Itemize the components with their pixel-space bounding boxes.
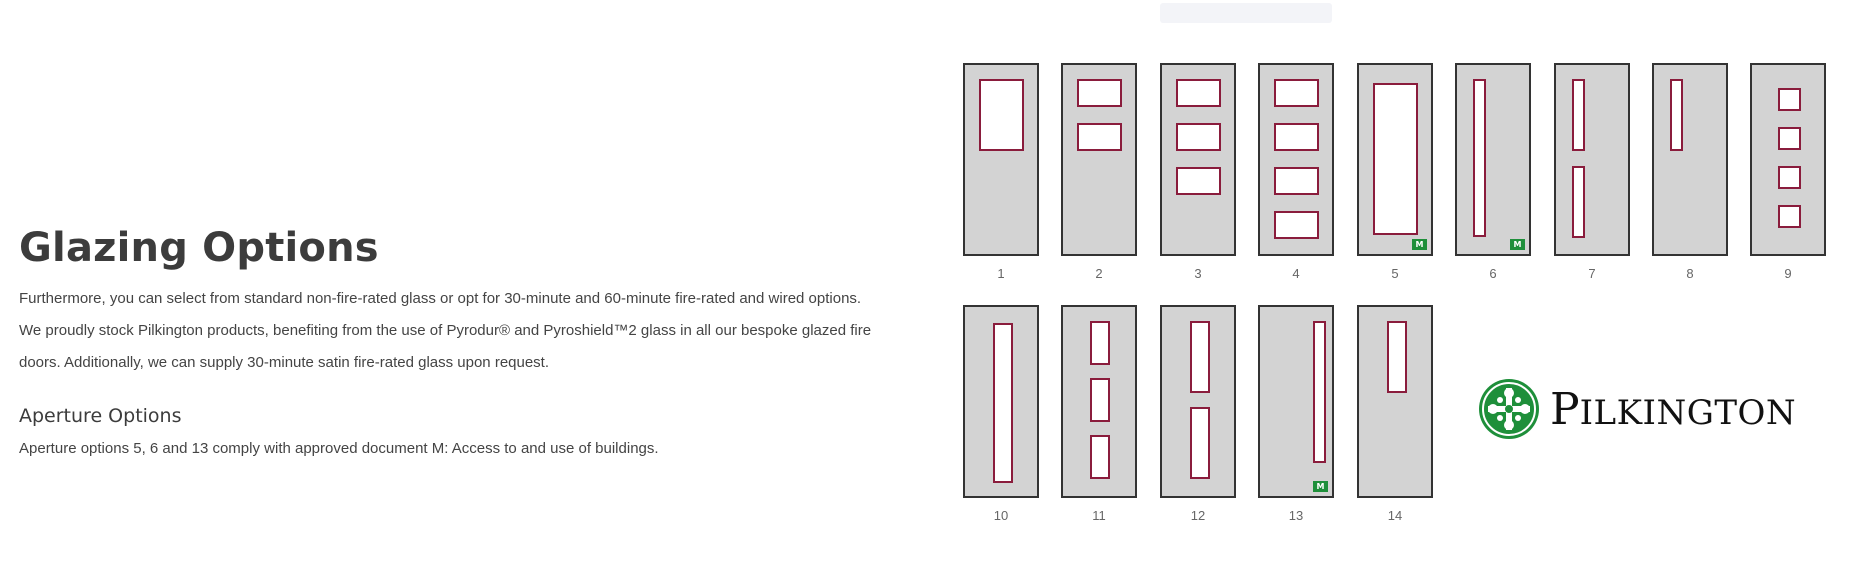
aperture-number: 12 [1190, 508, 1206, 523]
glass-pane [1778, 88, 1801, 111]
glass-pane [1778, 127, 1801, 150]
approved-document-m-badge: M [1313, 481, 1328, 492]
glass-pane [1090, 435, 1110, 479]
glass-pane [1274, 79, 1319, 107]
aperture-door-13[interactable]: M [1258, 305, 1334, 498]
paragraph-line-2: We proudly stock Pilkington products, be… [19, 322, 872, 339]
glass-pane [1190, 407, 1210, 479]
aperture-door-4[interactable] [1258, 63, 1334, 256]
glass-pane [1090, 378, 1110, 422]
glass-pane [1572, 79, 1585, 151]
glass-pane [979, 79, 1024, 151]
aperture-door-14[interactable] [1357, 305, 1433, 498]
aperture-number: 2 [1095, 266, 1103, 281]
aperture-door-7[interactable] [1554, 63, 1630, 256]
aperture-door-12[interactable] [1160, 305, 1236, 498]
aperture-door-11[interactable] [1061, 305, 1137, 498]
faint-banner [1160, 3, 1332, 23]
glass-pane [1077, 79, 1122, 107]
pilkington-emblem-icon [1479, 379, 1539, 439]
aperture-door-1[interactable] [963, 63, 1039, 256]
aperture-number: 5 [1391, 266, 1399, 281]
paragraph-line-1: Furthermore, you can select from standar… [19, 290, 862, 307]
pilkington-logo: PILKINGTON [1478, 378, 1796, 440]
aperture-number: 4 [1292, 266, 1300, 281]
glass-pane [1176, 167, 1221, 195]
aperture-number: 13 [1288, 508, 1304, 523]
glass-pane [1387, 321, 1407, 393]
glass-pane [1274, 167, 1319, 195]
glass-pane [1572, 166, 1585, 238]
glass-pane [1778, 166, 1801, 189]
aperture-door-3[interactable] [1160, 63, 1236, 256]
aperture-door-8[interactable] [1652, 63, 1728, 256]
aperture-number: 9 [1784, 266, 1792, 281]
aperture-number: 8 [1686, 266, 1694, 281]
aperture-door-9[interactable] [1750, 63, 1826, 256]
aperture-number: 11 [1092, 508, 1106, 523]
aperture-number: 14 [1387, 508, 1403, 523]
glass-pane [1473, 79, 1486, 237]
glass-pane [1090, 321, 1110, 365]
aperture-door-10[interactable] [963, 305, 1039, 498]
glass-pane [1670, 79, 1683, 151]
aperture-number: 1 [997, 266, 1005, 281]
approved-document-m-badge: M [1412, 239, 1427, 250]
aperture-number: 10 [993, 508, 1009, 523]
aperture-door-2[interactable] [1061, 63, 1137, 256]
glass-pane [993, 323, 1013, 483]
glass-pane [1077, 123, 1122, 151]
page-title: Glazing Options [19, 225, 379, 271]
glass-pane [1373, 83, 1418, 235]
aperture-door-6[interactable]: M [1455, 63, 1531, 256]
glass-pane [1176, 123, 1221, 151]
aperture-subtitle: Aperture Options [19, 405, 182, 427]
glass-pane [1778, 205, 1801, 228]
approved-document-m-badge: M [1510, 239, 1525, 250]
pilkington-wordmark: PILKINGTON [1550, 383, 1797, 435]
glass-pane [1274, 211, 1319, 239]
aperture-number: 6 [1489, 266, 1497, 281]
aperture-door-5[interactable]: M [1357, 63, 1433, 256]
glass-pane [1274, 123, 1319, 151]
glass-pane [1190, 321, 1210, 393]
glazing-text-block: Glazing Options Furthermore, you can sel… [19, 225, 879, 461]
paragraph-line-3: doors. Additionally, we can supply 30-mi… [19, 354, 550, 371]
aperture-number: 7 [1588, 266, 1596, 281]
aperture-number: 3 [1194, 266, 1202, 281]
aperture-paragraph: Aperture options 5, 6 and 13 comply with… [19, 440, 659, 457]
glass-pane [1176, 79, 1221, 107]
glass-pane [1313, 321, 1326, 463]
